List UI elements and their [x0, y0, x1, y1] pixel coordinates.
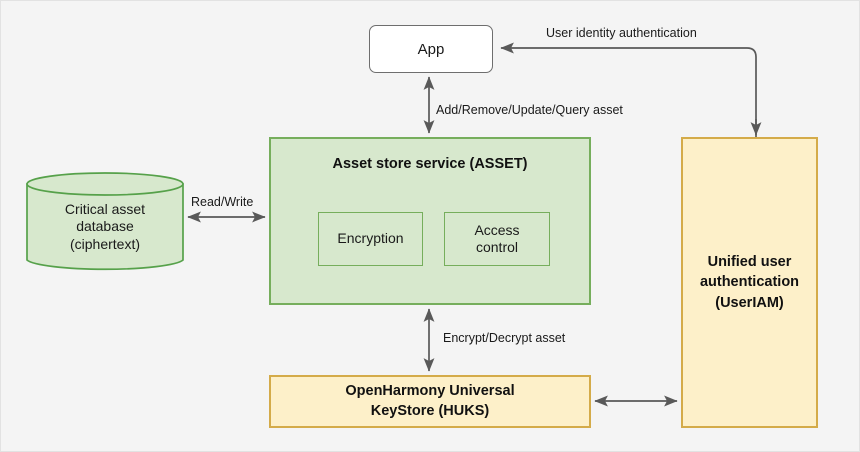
- node-app[interactable]: App: [369, 25, 493, 73]
- node-database[interactable]: Critical asset database (ciphertext): [26, 193, 184, 261]
- node-useriam-line2: authentication: [699, 274, 800, 291]
- node-useriam-line3: (UserIAM): [715, 294, 784, 311]
- edge-label-read-write: Read/Write: [191, 195, 254, 209]
- database-cylinder-shape: [26, 172, 184, 271]
- node-asset-store-service-title: Asset store service (ASSET): [332, 156, 528, 172]
- node-useriam[interactable]: Unified user authentication (UserIAM): [681, 137, 818, 428]
- node-database-line3: (ciphertext): [69, 235, 140, 252]
- edge-useriam-to-app: [500, 42, 757, 137]
- node-database-line1: Critical asset: [64, 200, 146, 217]
- node-database-line2: database: [76, 218, 134, 235]
- node-encryption-label: Encryption: [337, 230, 404, 247]
- node-access-control-line1: Access: [474, 221, 520, 238]
- node-encryption[interactable]: Encryption: [318, 212, 423, 266]
- node-useriam-line1: Unified user: [707, 253, 792, 270]
- node-access-control-line2: control: [475, 239, 519, 255]
- node-huks[interactable]: OpenHarmony Universal KeyStore (HUKS): [269, 375, 591, 428]
- edge-label-user-identity-authentication: User identity authentication: [546, 26, 697, 40]
- node-app-label: App: [417, 40, 445, 58]
- node-huks-label: OpenHarmony Universal KeyStore (HUKS): [345, 382, 514, 421]
- node-huks-line1: OpenHarmony Universal: [345, 382, 515, 399]
- node-database-label: Critical asset database (ciphertext): [65, 201, 145, 254]
- node-asset-store-service[interactable]: Asset store service (ASSET) Encryption A…: [269, 137, 591, 305]
- edge-label-encrypt-decrypt-asset: Encrypt/Decrypt asset: [443, 331, 566, 345]
- edge-label-add-remove-update-query-asset: Add/Remove/Update/Query asset: [436, 103, 623, 117]
- node-useriam-label: Unified user authentication (UserIAM): [700, 252, 799, 314]
- node-access-control[interactable]: Access control: [444, 212, 550, 266]
- node-access-control-label: Access control: [474, 222, 519, 256]
- node-huks-line2: KeyStore (HUKS): [370, 402, 490, 419]
